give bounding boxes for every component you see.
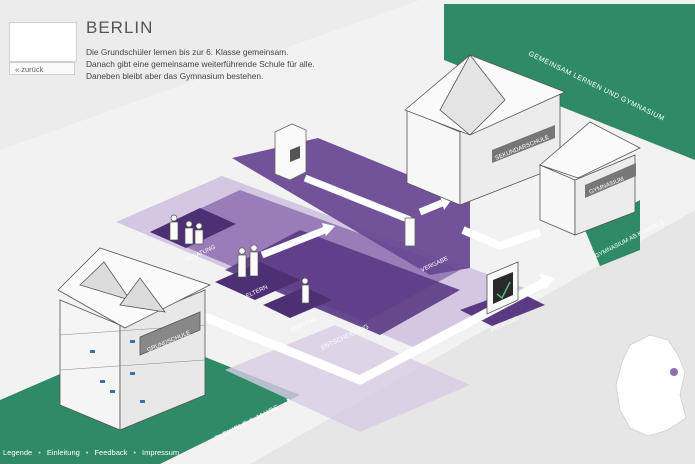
path-white-main: [198, 278, 548, 385]
footer-nav: Legende • Einleitung • Feedback • Impres…: [0, 446, 179, 460]
windows-grundschule: [90, 340, 145, 403]
path-vergabe: [303, 174, 412, 224]
header: BERLIN Die Grundschüler lernen bis zur 6…: [86, 18, 386, 82]
description-line: Daneben bleibt aber das Gymnasium besteh…: [86, 71, 264, 81]
berlin-marker: [670, 368, 678, 376]
badge-sekundarschule: [492, 125, 555, 163]
footer-separator: •: [133, 448, 137, 457]
page-title: BERLIN: [86, 18, 154, 37]
footer-link-einleitung[interactable]: Einleitung: [46, 448, 80, 457]
pruefung-monitor: [486, 261, 519, 315]
footer-link-legende[interactable]: Legende: [3, 448, 33, 457]
kiosk-terminal: [274, 123, 307, 181]
footer-link-impressum[interactable]: Impressum: [142, 448, 180, 457]
page-description: Die Grundschüler lernen bis zur 6. Klass…: [86, 46, 386, 82]
people-eltern: [237, 244, 259, 278]
building-grundschule: [57, 247, 212, 431]
arrow-flexible: ▸: [286, 396, 293, 404]
arrow-head-mid: [322, 223, 335, 236]
tile-eltern: [215, 262, 300, 300]
floor-entscheidung: [225, 230, 460, 335]
footer-separator: •: [85, 448, 89, 457]
footer-separator: •: [38, 448, 41, 457]
footer-link-feedback[interactable]: Feedback: [94, 448, 128, 457]
path-arrow-mid: [260, 226, 327, 259]
path-to-gym: [461, 226, 542, 251]
germany-map-icon: [615, 334, 687, 437]
path-to-sek: [418, 199, 444, 216]
people-beratung: [169, 214, 204, 245]
arrow-head: [540, 274, 555, 290]
badge-gymnasium: [585, 163, 636, 198]
thumbnail-logo[interactable]: [9, 22, 77, 62]
back-button[interactable]: « zurück: [9, 62, 75, 75]
description-line: Die Grundschüler lernen bis zur 6. Klass…: [86, 47, 289, 57]
vergabe-pillar: [404, 217, 416, 247]
tile-empfehl: [263, 287, 332, 318]
green-band-top: [444, 4, 695, 160]
description-line: Danach gibt eine gemeinsame weiterführen…: [86, 59, 315, 69]
person-empfehl: [301, 277, 310, 304]
green-band-gym: [585, 200, 640, 266]
